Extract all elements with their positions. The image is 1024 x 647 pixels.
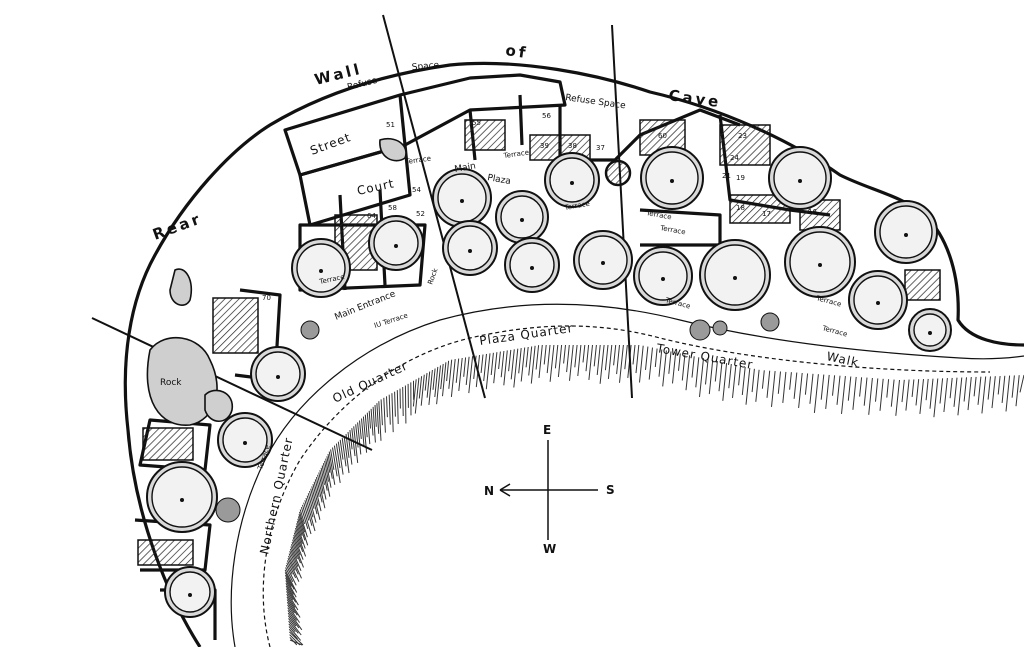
kiva-16 (368, 215, 424, 271)
label-terrace-2: Terrace (502, 149, 529, 161)
room-55: 55 (472, 119, 481, 127)
kiva-5 (573, 230, 633, 290)
label-terrace-7: Terrace (664, 296, 692, 311)
kiva-2 (495, 190, 549, 244)
room-37: 37 (596, 144, 605, 152)
room-24: 24 (730, 154, 739, 162)
label-rock-small: Rock (426, 266, 440, 285)
cliff-hatching (284, 344, 1024, 646)
compass-rose: E N S W (484, 423, 615, 556)
kiva-10 (768, 146, 832, 210)
kiva-13 (874, 200, 938, 264)
compass-s: S (606, 483, 615, 497)
kiva-15 (291, 238, 351, 298)
rocks (146, 138, 407, 426)
kiva-4 (544, 152, 600, 208)
label-iu-terrace: IU Terrace (373, 312, 409, 330)
label-terrace-8: Terrace (815, 294, 843, 309)
room-17: 17 (762, 210, 771, 218)
label-rear: Rear (150, 209, 204, 243)
quarter-labels: Plaza Quarter Tower Quarter Old Quarter … (257, 321, 754, 556)
room-23: 23 (738, 132, 747, 140)
label-court: Court (356, 176, 396, 198)
kiva-20 (164, 566, 216, 618)
kivas (146, 146, 952, 618)
quarter-divider-3 (91, 317, 373, 451)
room-numbers: 51 56 55 37 38 39 60 64 58 52 54 18 17 1… (262, 112, 817, 302)
kiva-19 (146, 461, 218, 533)
label-street: Street (308, 130, 353, 158)
room-39: 39 (540, 142, 549, 150)
kiva-6 (504, 237, 560, 293)
room-16: 16 (808, 208, 817, 216)
compass-w: W (543, 542, 556, 556)
label-plaza-quarter: Plaza Quarter (478, 321, 574, 348)
label-rock-big: Rock (160, 378, 182, 388)
room-56: 56 (542, 112, 551, 120)
shrubs (215, 312, 780, 523)
room-58: 58 (388, 204, 397, 212)
compass-n: N (484, 484, 494, 498)
room-21: 21 (722, 172, 731, 180)
label-terrace-9: Terrace (821, 324, 849, 339)
label-terrace-5: Terrace (659, 224, 686, 236)
kiva-17 (250, 346, 306, 402)
label-walk: Walk (825, 349, 860, 369)
kiva-9 (699, 239, 771, 311)
kiva-7 (640, 146, 704, 210)
kiva-8 (633, 246, 693, 306)
label-old-quarter: Old Quarter (330, 359, 410, 406)
label-refuse-space: Refuse Space (565, 93, 627, 111)
label-cave: Cave (667, 86, 722, 111)
room-18: 18 (736, 204, 745, 212)
ledge-front-edge (230, 303, 1024, 647)
quarter-divider-2 (611, 24, 633, 399)
tower-structure (604, 159, 632, 187)
room-19: 19 (736, 174, 745, 182)
quarter-boundary-path (262, 325, 991, 647)
room-60: 60 (658, 132, 667, 140)
room-64: 64 (367, 212, 376, 220)
room-54: 54 (412, 186, 421, 194)
room-51: 51 (386, 121, 395, 129)
label-plaza: Plaza (486, 173, 511, 187)
room-38: 38 (568, 142, 577, 150)
kiva-14 (908, 308, 952, 352)
kiva-18 (217, 412, 273, 468)
kiva-11 (784, 226, 856, 298)
label-terrace-1: Terrace (404, 155, 431, 167)
kiva-1 (432, 168, 492, 228)
kiva-3 (442, 220, 498, 276)
room-70: 70 (262, 294, 271, 302)
label-space-1: Space (411, 61, 440, 73)
label-of: of (504, 41, 529, 62)
room-52: 52 (416, 210, 425, 218)
compass-e: E (543, 423, 551, 437)
kiva-12 (848, 270, 908, 330)
label-main: Main (454, 161, 477, 175)
